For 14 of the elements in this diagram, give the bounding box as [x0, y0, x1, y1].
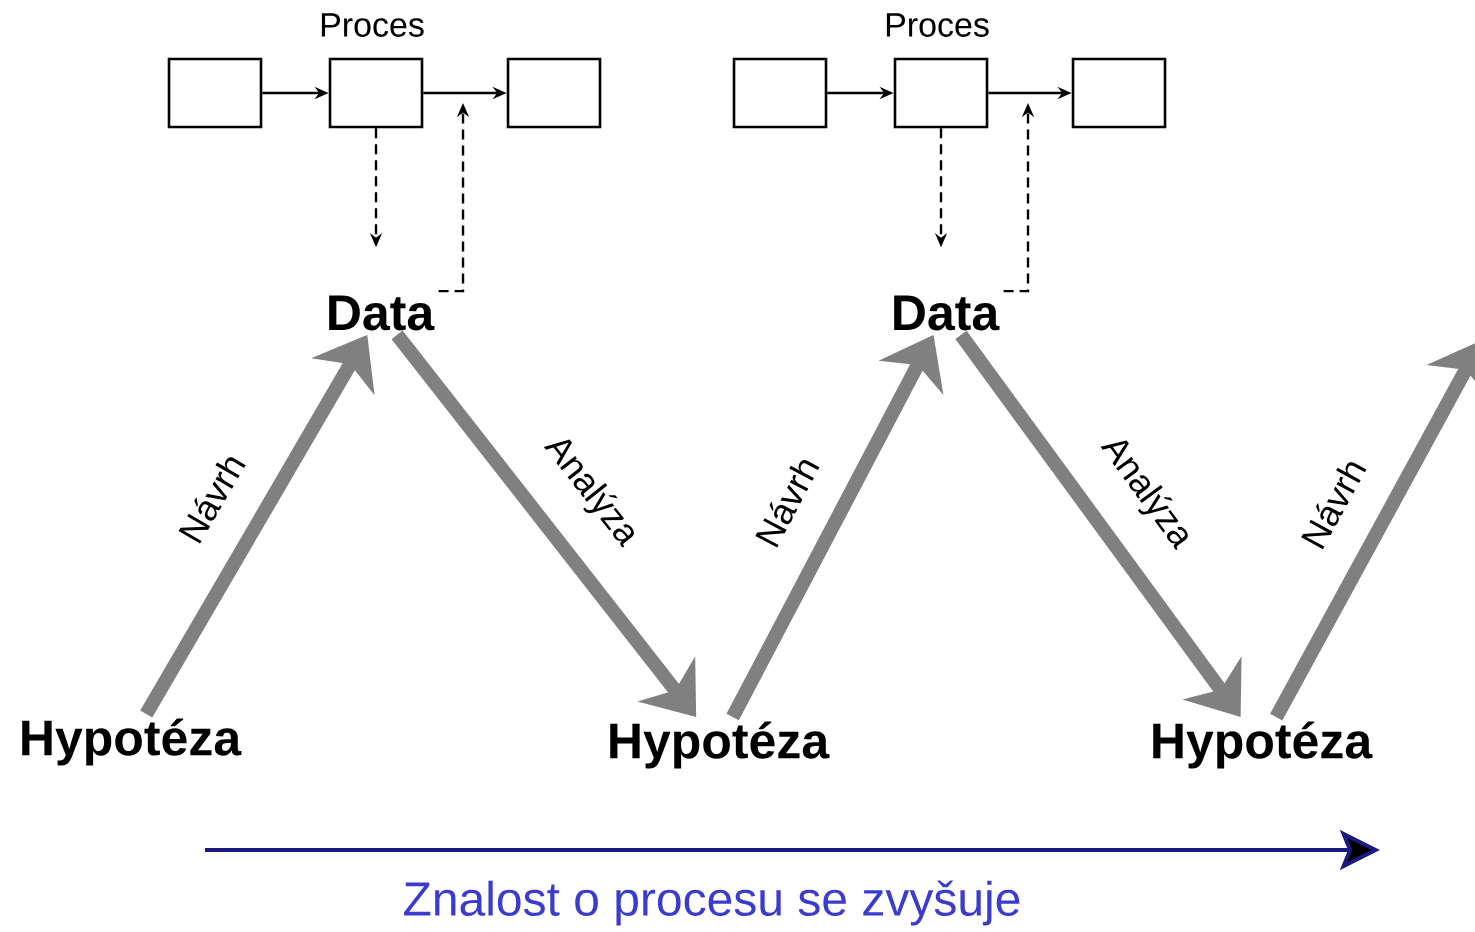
- process-box: [1071, 57, 1167, 129]
- axis-caption: Znalost o procesu se zvyšuje: [404, 880, 1020, 926]
- group-title: Proces: [886, 13, 989, 37]
- data-label: Data: [329, 295, 435, 331]
- hypothesis-label: Hypotéza: [1153, 721, 1373, 769]
- group-title: Proces: [321, 13, 424, 37]
- hypothesis-label: Hypotéza: [610, 721, 830, 769]
- process-box: [732, 57, 828, 129]
- process-box: [328, 57, 424, 129]
- data-label: Data: [894, 295, 1000, 331]
- process-box: [893, 57, 989, 129]
- hypothesis-label: Hypotéza: [22, 718, 242, 766]
- process-box: [167, 57, 263, 129]
- process-box: [506, 57, 602, 129]
